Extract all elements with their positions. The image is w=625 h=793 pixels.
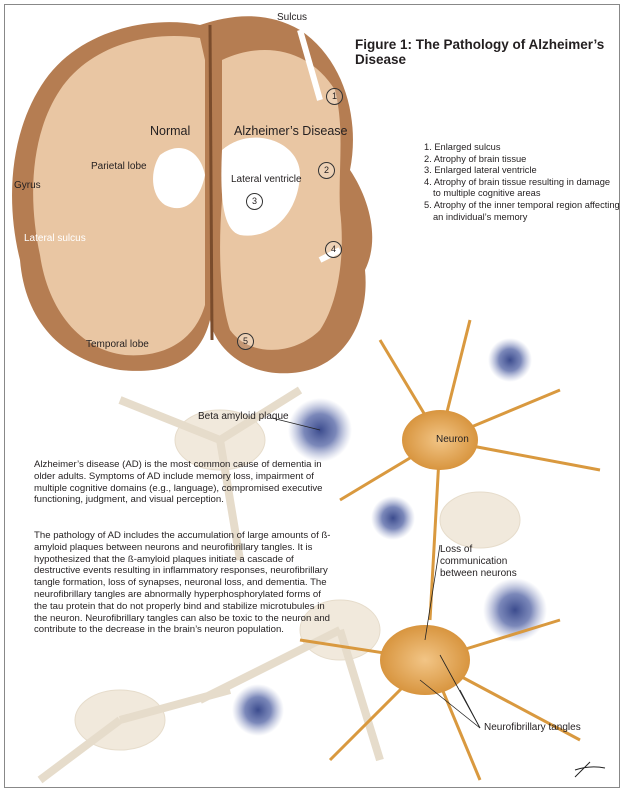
background-neurons [37,386,521,784]
legend-item-cont: to multiple cognitive areas [433,188,541,199]
marker-3: 3 [246,193,263,210]
marker-4: 4 [325,241,342,258]
amyloid-plaques [232,338,547,736]
pathology-paragraph: The pathology of AD includes the accumul… [34,530,331,636]
legend: 1. Enlarged sulcus 2. Atrophy of brain t… [424,142,620,223]
label-normal: Normal [150,124,191,138]
label-parietal-lobe: Parietal lobe [91,161,147,172]
label-alzheimers: Alzheimer’s Disease [234,124,348,138]
legend-item-cont: an individual’s memory [433,211,528,222]
marker-5: 5 [237,333,254,350]
label-sulcus: Sulcus [277,12,308,23]
figure-frame [4,4,620,788]
artist-signature [574,761,606,778]
label-loss-of-communication: Loss of communication between neurons [440,544,517,579]
label-neuron: Neuron [436,434,469,445]
label-lateral-ventricle: Lateral ventricle [231,174,302,185]
label-gyrus: Gyrus [14,180,41,191]
marker-2: 2 [318,162,335,179]
legend-item: 5. Atrophy of the inner temporal region … [424,199,620,210]
brain-cross-section [12,16,373,374]
legend-item: 2. Atrophy of brain tissue [424,153,527,164]
intro-paragraph: Alzheimer’s disease (AD) is the most com… [34,459,323,506]
marker-1: 1 [326,88,343,105]
golden-neurons [299,319,601,781]
label-lateral-sulcus: Lateral sulcus [24,233,86,244]
leader-lines [271,417,481,729]
label-temporal-lobe: Temporal lobe [86,339,149,350]
label-neurofibrillary-tangles: Neurofibrillary tangles [484,722,581,733]
figure-title: Figure 1: The Pathology of Alzheimer’s D… [355,37,605,67]
legend-item: 4. Atrophy of brain tissue resulting in … [424,176,611,187]
legend-item: 1. Enlarged sulcus [424,142,501,152]
label-beta-amyloid-plaque: Beta amyloid plaque [198,411,289,422]
legend-item: 3. Enlarged lateral ventricle [424,165,537,176]
